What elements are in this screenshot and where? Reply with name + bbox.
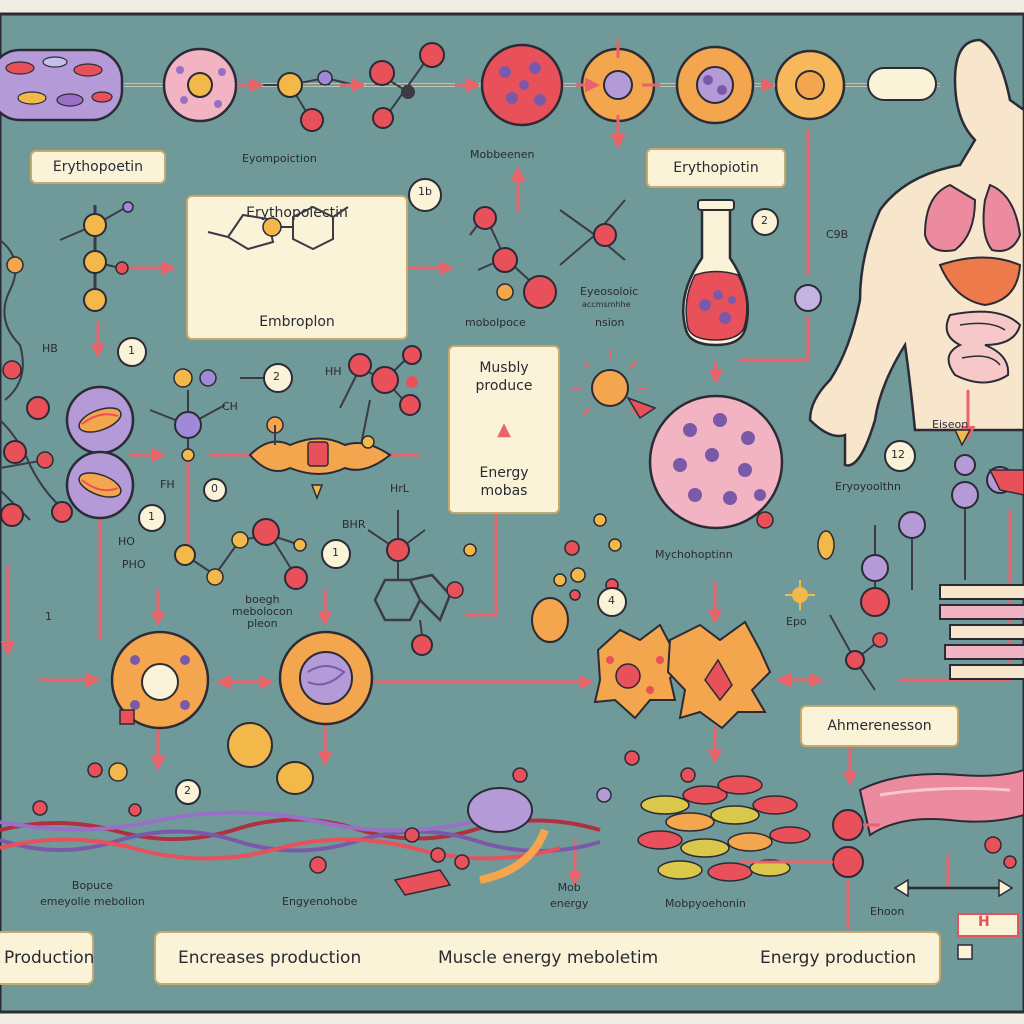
banner-encreases-production: Encreases production <box>178 948 362 968</box>
human-body-figure <box>808 38 1024 467</box>
bhr-label: BHR <box>342 518 366 531</box>
molecule-top <box>252 42 445 132</box>
marker-1-center: 1 <box>332 546 339 559</box>
embroplon-label: Embroplon <box>259 314 335 330</box>
up-arrow-icon: ▲ <box>497 419 511 440</box>
molecule-central <box>149 368 265 462</box>
eiseon-label: Eiseon <box>932 418 969 431</box>
scattered-particles <box>32 513 1017 874</box>
molecule-upper-center <box>469 199 626 309</box>
marker-1-mid: 1 <box>148 510 155 523</box>
molecule-ring-center <box>367 510 464 656</box>
marker-1b: 1b <box>418 185 432 198</box>
marker-4: 4 <box>608 594 615 607</box>
large-pink-cell <box>648 394 784 530</box>
banner-production: Production <box>4 948 95 968</box>
mobpyoehonin-label: Mobpyoehonin <box>665 897 746 910</box>
erythopoiectin-title: Erythopoiectin <box>246 205 348 221</box>
hh-label: HH <box>325 365 342 378</box>
ch-label: CH <box>222 400 238 413</box>
diagram-frame <box>0 12 1024 1014</box>
top-right-capsule <box>867 67 937 101</box>
small-cell-1 <box>227 722 273 768</box>
nsion-label: nsion <box>595 316 625 329</box>
molecule-left-stack <box>59 201 134 312</box>
erythopiotin-label-right: Erythopiotin <box>646 148 786 188</box>
burst-cell-1 <box>593 623 692 720</box>
engyenohobe-label: Engyenohobe <box>282 895 358 908</box>
mobolpoce-label: mobolpoce <box>465 316 526 329</box>
molecule-chain-horizontal <box>210 416 420 501</box>
epo-label: Epo <box>786 615 807 628</box>
molecule-lower-center <box>174 518 308 590</box>
liver-organ <box>938 256 1022 307</box>
bottom-banner-left <box>0 931 94 985</box>
eyompoiction-label: Eyompoiction <box>242 152 317 165</box>
fh-label: FH <box>160 478 175 491</box>
molecule-right-columns <box>829 429 1024 691</box>
bottom-banner-main <box>154 931 941 985</box>
ho-label: HO <box>118 535 135 548</box>
banner-muscle-energy: Muscle energy meboletim <box>438 948 659 968</box>
c9b-tag: C9B <box>826 228 849 241</box>
marker-1-left: 1 <box>128 344 135 357</box>
marker-2-center: 2 <box>273 370 280 383</box>
lungs-organ <box>923 183 1022 252</box>
small-cell-2 <box>276 761 314 795</box>
ahmerenesson-label: Ahmerenesson <box>800 705 959 747</box>
membrane-stack <box>939 584 1024 680</box>
marker-1-lower: 1 <box>45 610 52 623</box>
number-markers <box>117 178 916 805</box>
hb-label: HB <box>42 342 58 355</box>
ring-structure-icon <box>207 205 349 251</box>
intestine-organ <box>945 310 1022 384</box>
h-tag: H <box>978 914 990 930</box>
ehoon-label: Ehoon <box>870 905 905 918</box>
marker-12: 12 <box>891 448 905 461</box>
eryoyoolthn-label: Eryoyoolthn <box>835 480 901 493</box>
mobbeenen-label: Mobbeenen <box>470 148 535 161</box>
eyeosoloic-sub-label: accmsmhhe <box>582 300 631 309</box>
erythopoetin-label-left: Erythopoetin <box>30 150 166 184</box>
hrl-label: HrL <box>390 482 409 495</box>
red-blood-cell-pile <box>637 775 811 882</box>
pink-tissue-band <box>858 768 1024 837</box>
marker-0-lower: 0 <box>211 482 218 495</box>
pho-label: PHO <box>122 558 146 571</box>
erlenmeyer-flask <box>682 199 750 347</box>
mychohoptinn-label: Mychohoptinn <box>655 548 733 561</box>
small-cell-3 <box>531 597 569 643</box>
erythopoiectin-structure-box: Erythopoiectin Embroplon <box>186 195 408 340</box>
banner-energy-production: Energy production <box>760 948 917 968</box>
marker-2-bottom: 2 <box>184 784 191 797</box>
marker-2-flask: 2 <box>761 214 768 227</box>
sunburst-cell <box>591 369 629 407</box>
eyeosoloic-label: Eyeosoloic <box>580 285 639 298</box>
